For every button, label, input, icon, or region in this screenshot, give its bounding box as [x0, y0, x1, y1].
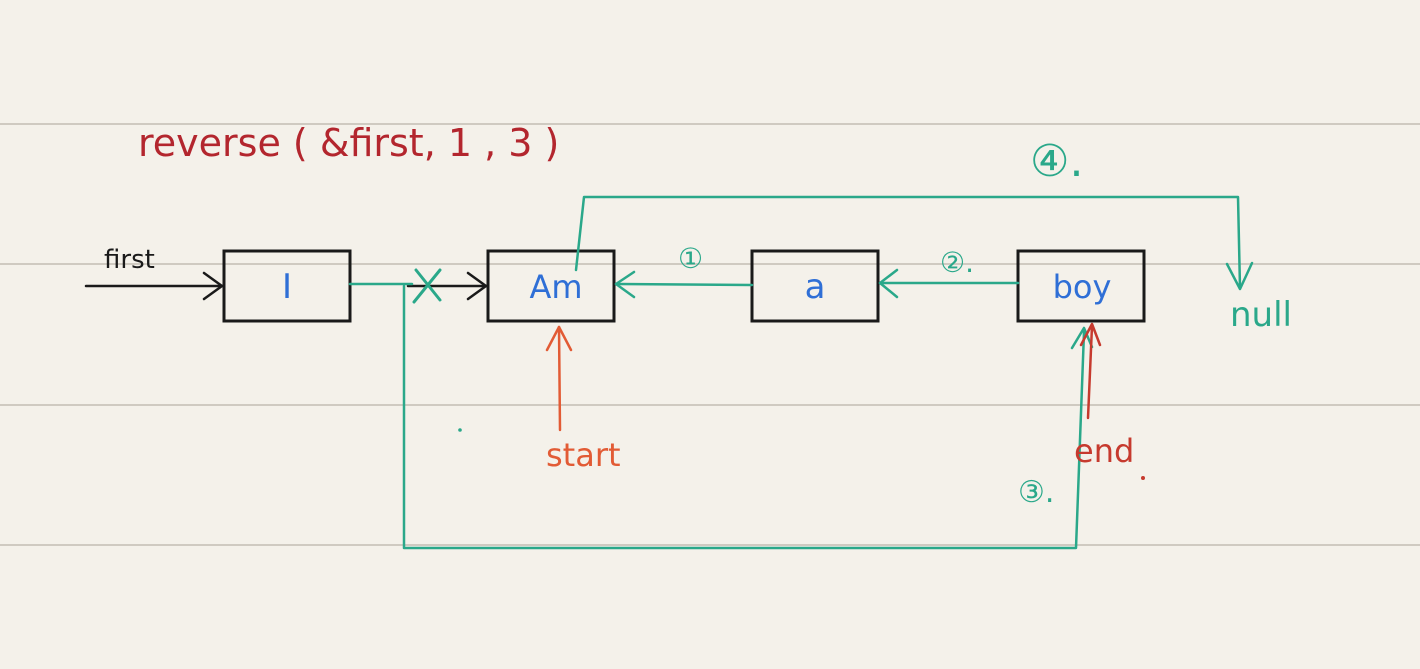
- function-call-title: reverse ( &first, 1 , 3 ): [138, 121, 559, 165]
- step4-label: ④.: [1030, 136, 1083, 187]
- node-box-1: [222, 249, 352, 323]
- step1-label: ①: [678, 242, 703, 275]
- ruled-lines: [0, 123, 1420, 546]
- node-value-3: a: [805, 267, 826, 307]
- step-labels: ① ②. ③. ④.: [678, 136, 1083, 510]
- node-box-2: [486, 249, 616, 323]
- end-pointer-arrow: [1079, 322, 1102, 420]
- original-link-arrow: [406, 271, 488, 301]
- start-pointer-arrow: [545, 325, 573, 432]
- null-label: null: [1230, 295, 1292, 335]
- node-value-1: I: [282, 267, 292, 307]
- node-boxes: [222, 249, 1146, 323]
- step2-link-arrow: [878, 268, 1020, 299]
- node-value-4: boy: [1053, 268, 1112, 306]
- end-pointer-label: end: [1074, 432, 1134, 470]
- step1-link-arrow: [614, 270, 754, 299]
- start-pointer-label: start: [546, 436, 621, 474]
- cross-out-mark: [412, 268, 442, 304]
- node-box-4: [1016, 249, 1146, 323]
- node-values: I Am a boy: [282, 267, 1111, 307]
- stray-dot: [458, 428, 462, 432]
- first-pointer-label: first: [104, 245, 155, 275]
- step4-link-arrow: [574, 195, 1254, 291]
- step3-label: ③.: [1018, 475, 1054, 510]
- step2-label: ②.: [940, 246, 974, 279]
- first-pointer-arrow: [84, 271, 224, 301]
- step3-link-arrow: [402, 284, 1094, 550]
- stray-dot: [1141, 476, 1145, 480]
- node-value-2: Am: [529, 268, 582, 306]
